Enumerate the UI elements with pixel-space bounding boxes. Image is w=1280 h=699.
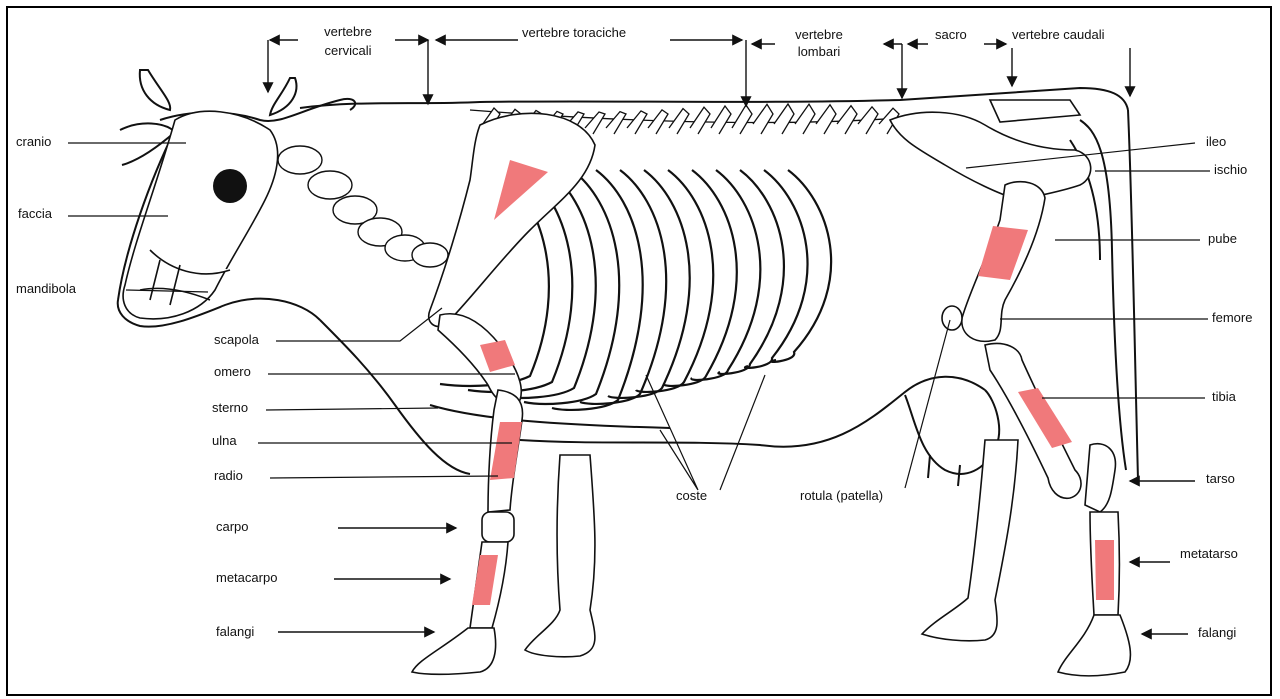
label-ileo: ileo — [1206, 135, 1226, 149]
label-pube: pube — [1208, 232, 1237, 246]
pointer-arrows — [278, 481, 1195, 634]
label-vertebre-lombari-2: lombari — [784, 45, 854, 59]
label-falangi-left: falangi — [216, 625, 254, 639]
label-coste: coste — [676, 489, 707, 503]
label-metatarso: metatarso — [1180, 547, 1238, 561]
label-radio: radio — [214, 469, 243, 483]
label-cranio: cranio — [16, 135, 51, 149]
label-sacro: sacro — [935, 28, 967, 42]
metatarsus-highlight — [1095, 540, 1114, 600]
label-vertebre-cervicali-1: vertebre — [316, 25, 380, 39]
label-tibia: tibia — [1212, 390, 1236, 404]
sternum-bone — [430, 405, 670, 428]
label-vertebre-toraciche: vertebre toraciche — [522, 26, 626, 40]
rib — [691, 170, 760, 380]
cervical-vertebrae — [278, 146, 448, 267]
label-sterno: sterno — [212, 401, 248, 415]
rib — [771, 170, 831, 362]
rib — [745, 170, 807, 368]
spinous-process — [774, 104, 794, 134]
label-vertebre-lombari-1: vertebre — [784, 28, 854, 42]
label-femore: femore — [1212, 311, 1252, 325]
label-tarso: tarso — [1206, 472, 1235, 486]
spinous-process — [753, 104, 773, 134]
spinous-process — [837, 106, 857, 134]
label-vertebre-caudali: vertebre caudali — [1012, 28, 1105, 42]
label-carpo: carpo — [216, 520, 249, 534]
label-metacarpo: metacarpo — [216, 571, 277, 585]
spinous-process — [816, 105, 836, 134]
region-arrows — [268, 40, 1130, 106]
label-vertebre-cervicali-2: cervicali — [316, 44, 380, 58]
label-ulna: ulna — [212, 434, 237, 448]
rib — [552, 170, 643, 410]
scapula-bone — [429, 113, 595, 326]
spinous-process — [858, 107, 878, 134]
label-scapola: scapola — [214, 333, 259, 347]
label-faccia: faccia — [18, 207, 52, 221]
spinous-process — [795, 104, 815, 134]
eye-socket — [213, 169, 247, 203]
rib — [664, 170, 737, 386]
label-omero: omero — [214, 365, 251, 379]
rib — [718, 170, 784, 374]
rib — [580, 170, 666, 404]
label-falangi-right: falangi — [1198, 626, 1236, 640]
pelvis — [890, 100, 1091, 200]
label-mandibola: mandibola — [16, 282, 76, 296]
label-ischio: ischio — [1214, 163, 1247, 177]
label-rotula: rotula (patella) — [800, 489, 883, 503]
